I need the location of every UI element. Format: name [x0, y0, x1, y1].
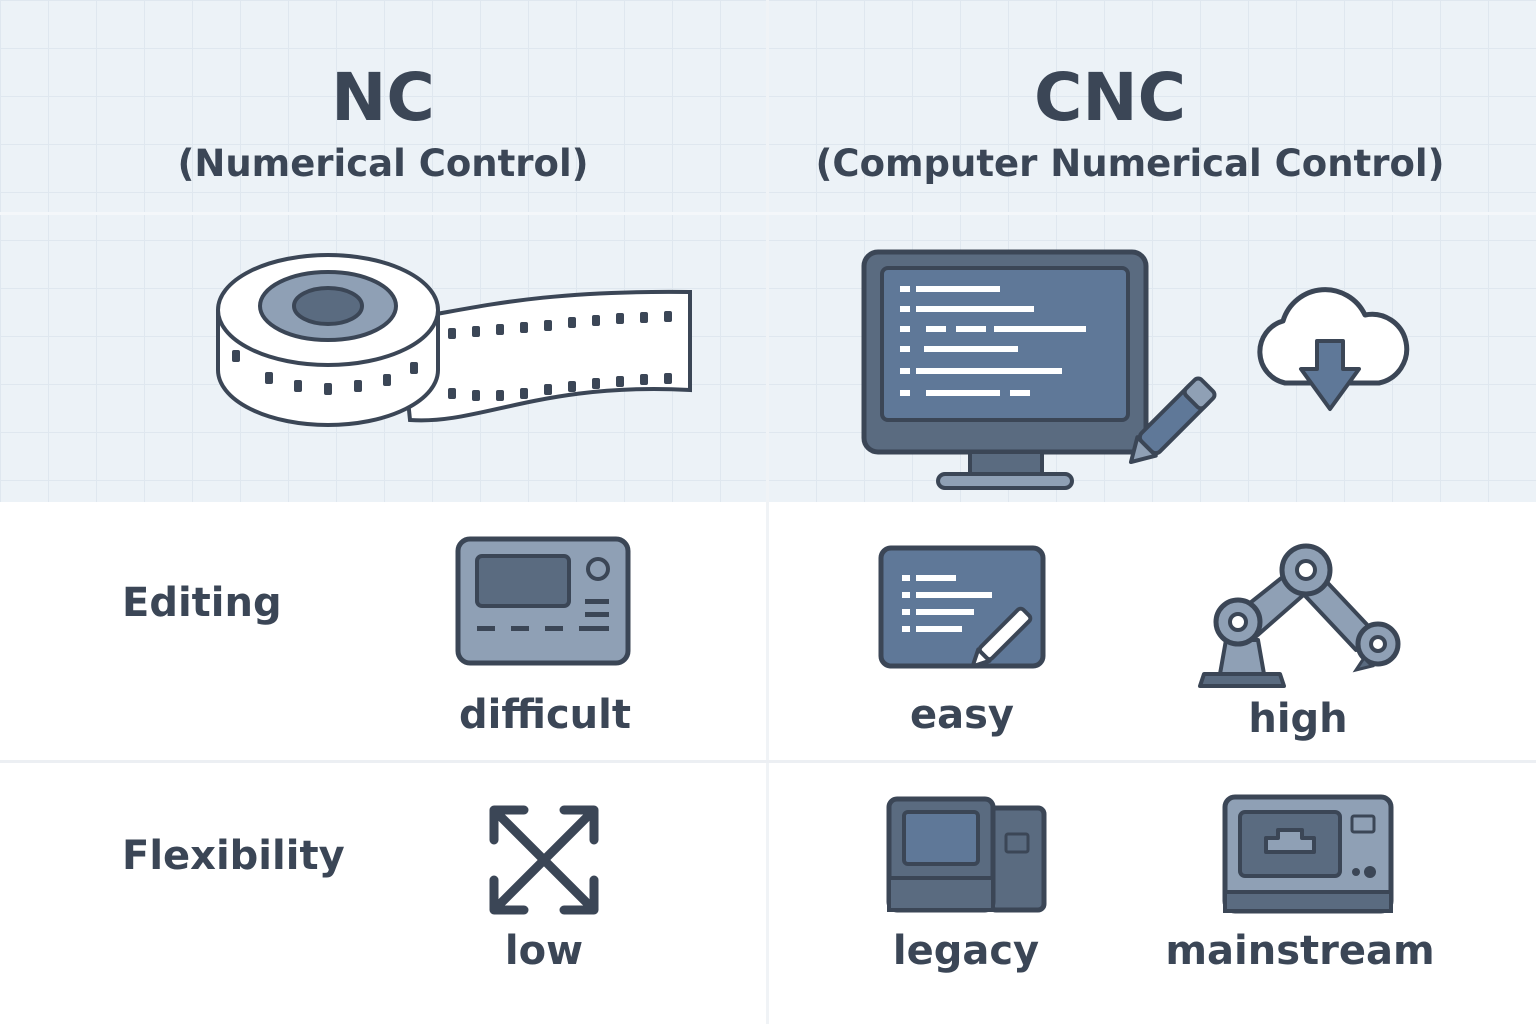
- cnc-title: CNC: [1033, 59, 1187, 136]
- pen-icon: [1128, 376, 1217, 465]
- code-editor-icon: [878, 545, 1046, 669]
- expand-arrows-icon: [489, 805, 599, 915]
- nc-title: NC: [331, 59, 435, 136]
- legacy-computer-icon: [886, 796, 1047, 913]
- value-difficult: difficult: [459, 692, 631, 738]
- tape-reel-icon: [216, 253, 692, 427]
- value-legacy: legacy: [892, 928, 1040, 974]
- robot-arm-icon: [1198, 543, 1401, 688]
- computer-monitor-icon: [861, 249, 1149, 490]
- value-mainstream: mainstream: [1165, 928, 1435, 974]
- nc-subtitle: (Numerical Control): [177, 142, 589, 185]
- value-easy: easy: [909, 692, 1014, 738]
- cnc-subtitle: (Computer Numerical Control): [815, 142, 1445, 185]
- cloud-download-icon: [1257, 287, 1410, 411]
- row-label-editing: Editing: [122, 580, 282, 626]
- row-label-flexibility: Flexibility: [122, 833, 345, 879]
- value-low: low: [504, 928, 584, 974]
- row-divider: [0, 760, 1536, 763]
- control-panel-icon: [455, 536, 631, 666]
- cnc-machine-icon: [1222, 794, 1394, 914]
- title-divider: [0, 212, 1536, 215]
- column-divider: [766, 0, 769, 1024]
- value-high: high: [1248, 696, 1348, 742]
